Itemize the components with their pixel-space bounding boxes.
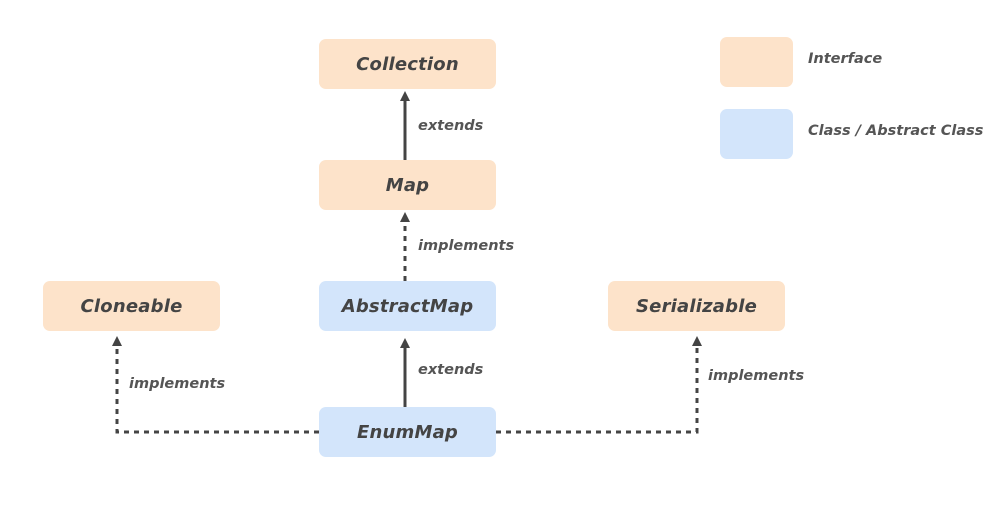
enummap-implements-cloneable-arrow: [112, 336, 319, 434]
legend-interface-swatch: [720, 37, 793, 87]
cloneable-node: Cloneable: [43, 281, 220, 331]
legend-class-label: Class / Abstract Class: [808, 123, 984, 139]
enummap-node: EnumMap: [319, 407, 496, 457]
collection-node: Collection: [319, 39, 496, 89]
edge-label-map-collection: extends: [418, 118, 484, 134]
legend-interface-label: Interface: [808, 51, 883, 67]
enummap-implements-serializable-arrow: [496, 336, 702, 434]
map-node: Map: [319, 160, 496, 210]
edge-label-enummap-abstractmap: extends: [418, 362, 484, 378]
edge-label-enummap-serializable: implements: [708, 368, 805, 384]
edge-label-abstractmap-map: implements: [418, 238, 515, 254]
abstractmap-node: AbstractMap: [319, 281, 496, 331]
legend-class-swatch: [720, 109, 793, 159]
serializable-node: Serializable: [608, 281, 785, 331]
edge-label-enummap-cloneable: implements: [129, 376, 226, 392]
